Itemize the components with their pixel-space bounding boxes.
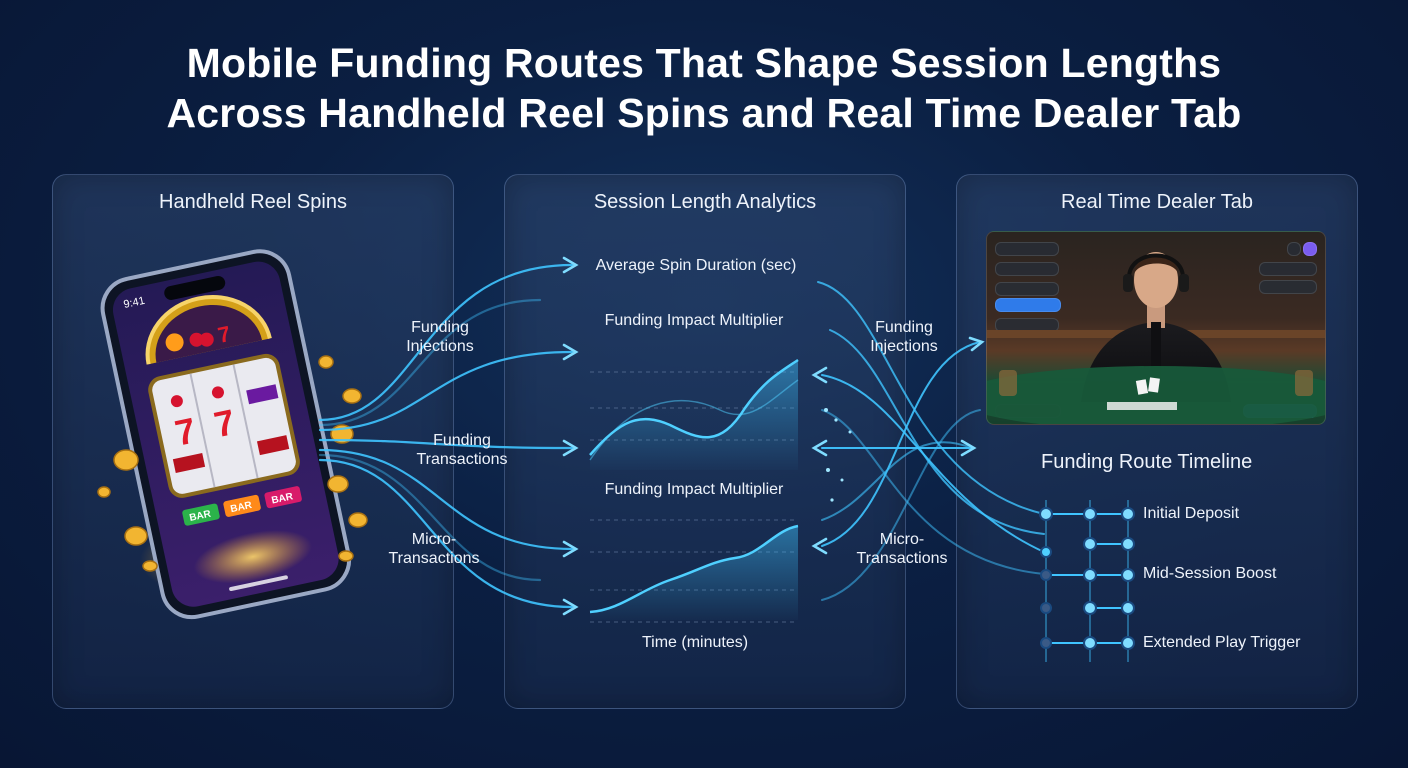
main-title-line-2: Across Handheld Reel Spins and Real Time…: [166, 90, 1242, 136]
timeline-item-extended-play-trigger: Extended Play Trigger: [1143, 634, 1301, 651]
metric-average-spin-duration: Average Spin Duration (sec): [595, 257, 797, 274]
label-left-injections-line1: Funding: [411, 319, 469, 336]
panel-title-reel-spins: Handheld Reel Spins: [159, 191, 347, 213]
chart-top-label: Funding Impact Multiplier: [604, 312, 784, 329]
label-right-funding-injections: Funding Injections: [866, 318, 942, 356]
chart-bottom-label: Funding Impact Multiplier: [604, 481, 784, 498]
profile-icon[interactable]: [1303, 242, 1317, 256]
timeline-item-initial-deposit: Initial Deposit: [1143, 505, 1240, 522]
label-left-micro-line1: Micro-: [411, 531, 457, 548]
label-left-transactions-line1: Funding: [433, 432, 491, 449]
panel-title-analytics: Session Length Analytics: [593, 191, 817, 213]
search-icon[interactable]: [1287, 242, 1301, 256]
label-left-transactions-line2: Transactions: [416, 451, 508, 468]
dealer-video-frame[interactable]: [986, 231, 1326, 425]
dealer-menu-item[interactable]: [995, 262, 1059, 276]
panel-handheld-reel-spins: Handheld Reel Spins: [52, 174, 454, 709]
panel-title-dealer: Real Time Dealer Tab: [1061, 191, 1253, 213]
label-right-injections-line1: Funding: [875, 319, 933, 336]
dealer-search-field[interactable]: [1259, 262, 1317, 276]
main-title-line-1: Mobile Funding Routes That Shape Session…: [186, 40, 1222, 86]
dealer-figure: [987, 252, 1325, 424]
label-right-micro-transactions: Micro- Transactions: [852, 530, 952, 568]
label-right-micro-line2: Transactions: [856, 550, 948, 567]
label-left-micro-transactions: Micro- Transactions: [384, 530, 484, 568]
label-right-micro-line1: Micro-: [879, 531, 925, 548]
label-left-injections-line2: Injections: [406, 338, 474, 355]
label-right-injections-line2: Injections: [870, 338, 938, 355]
dealer-menu-item[interactable]: [995, 242, 1059, 256]
panel-session-analytics: Session Length Analytics: [504, 174, 906, 709]
timeline-title: Funding Route Timeline: [1041, 451, 1253, 473]
timeline-item-mid-session-boost: Mid-Session Boost: [1143, 565, 1277, 582]
label-left-funding-transactions: Funding Transactions: [412, 431, 512, 469]
dealer-chip-row[interactable]: [1259, 280, 1317, 294]
label-left-funding-injections: Funding Injections: [402, 318, 478, 356]
label-left-micro-line2: Transactions: [388, 550, 480, 567]
x-axis-label: Time (minutes): [641, 634, 749, 651]
